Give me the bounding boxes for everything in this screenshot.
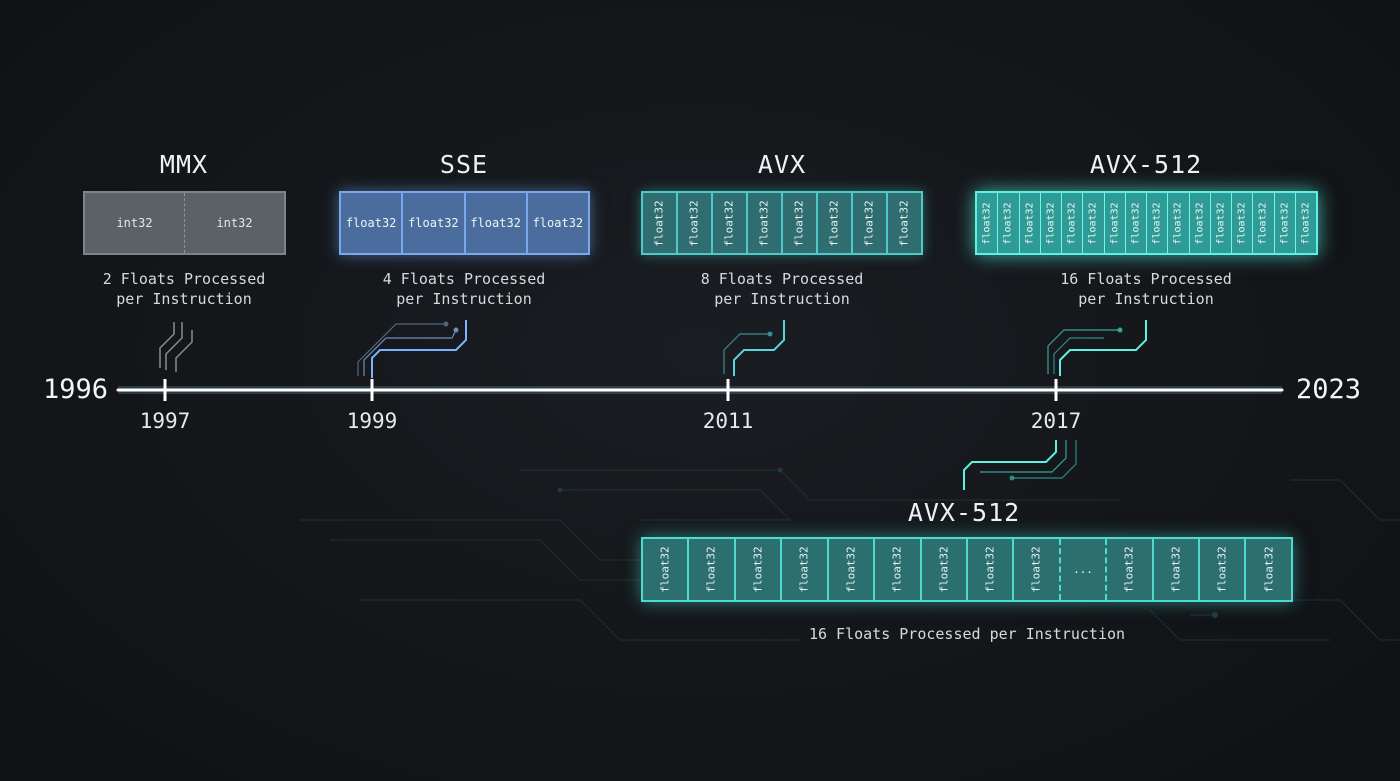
- register-lane: float32: [851, 193, 886, 253]
- register-lane: float32: [687, 539, 733, 600]
- register-lane: float32: [1103, 193, 1125, 253]
- register-lane: int32: [116, 216, 153, 230]
- avx512-caption: 16 Floats Processed per Instruction: [1060, 270, 1232, 308]
- register-lane: float32: [345, 216, 397, 230]
- year-label-1997: 1997: [139, 409, 191, 433]
- register-lane: float32: [1039, 193, 1061, 253]
- register-lane: float32: [401, 193, 463, 253]
- register-lane: float32: [1018, 193, 1040, 253]
- detail-connector: [963, 440, 1077, 490]
- year-label-2011: 2011: [702, 409, 754, 433]
- register-lane: float32: [1273, 193, 1295, 253]
- year-label-2017: 2017: [1030, 409, 1082, 433]
- timeline-end-year: 2023: [1296, 374, 1362, 405]
- register-lane: float32: [1252, 193, 1273, 253]
- mmx-title: MMX: [159, 150, 209, 179]
- avx512-title: AVX-512: [1089, 150, 1203, 179]
- register-lane: float32: [1209, 193, 1231, 253]
- mmx-caption: 2 Floats Processed per Instruction: [102, 270, 266, 308]
- register-lane: float32: [1188, 193, 1210, 253]
- register-lane: float32: [746, 193, 781, 253]
- register-lane: float32: [873, 539, 919, 600]
- register-lane: float32: [1105, 539, 1151, 600]
- register-lane: float32: [886, 193, 921, 253]
- register-lane: float32: [653, 199, 667, 247]
- register-lane: float32: [1082, 193, 1103, 253]
- sse-register: float32 float32 float32 float32: [339, 191, 590, 255]
- avx-caption: 8 Floats Processed per Instruction: [700, 270, 864, 308]
- register-lane: float32: [1012, 539, 1058, 600]
- register-lane: float32: [997, 193, 1018, 253]
- avx-connector: [723, 320, 785, 376]
- register-lane: float32: [816, 193, 851, 253]
- register-lane: float32: [658, 546, 672, 593]
- register-lane: float32: [781, 193, 816, 253]
- register-lane: ...: [1058, 539, 1105, 600]
- register-lane: float32: [1061, 193, 1082, 253]
- register-lane: float32: [1167, 193, 1188, 253]
- avx512-detail-title: AVX-512: [907, 498, 1021, 527]
- register-lane: float32: [981, 201, 993, 245]
- sse-connector: [357, 320, 467, 378]
- avx-title: AVX: [757, 150, 807, 179]
- register-lane: float32: [1294, 193, 1316, 253]
- year-label-1999: 1999: [346, 409, 398, 433]
- register-lane: float32: [1244, 539, 1290, 600]
- register-lane: float32: [463, 193, 526, 253]
- register-lane: float32: [525, 193, 588, 253]
- register-lane: float32: [1231, 193, 1252, 253]
- register-lane: float32: [1124, 193, 1146, 253]
- register-lane: float32: [919, 539, 966, 600]
- sse-caption: 4 Floats Processed per Instruction: [382, 270, 546, 308]
- mmx-connector: [159, 322, 193, 372]
- avx512-connector: [1047, 320, 1147, 376]
- register-lane: float32: [676, 193, 711, 253]
- sse-title: SSE: [439, 150, 489, 179]
- register-lane: float32: [1198, 539, 1244, 600]
- register-lane: float32: [1151, 539, 1198, 600]
- avx512-detail-caption: 16 Floats Processed per Instruction: [808, 625, 1126, 643]
- register-lane: float32: [711, 193, 746, 253]
- timeline-start-year: 1996: [43, 374, 109, 405]
- register-lane: float32: [965, 539, 1012, 600]
- register-lane: float32: [780, 539, 826, 600]
- register-lane: float32: [733, 539, 780, 600]
- mmx-register: int32 int32: [83, 191, 286, 255]
- register-lane: int32: [184, 193, 284, 253]
- register-lane: float32: [1146, 193, 1167, 253]
- register-lane: float32: [826, 539, 873, 600]
